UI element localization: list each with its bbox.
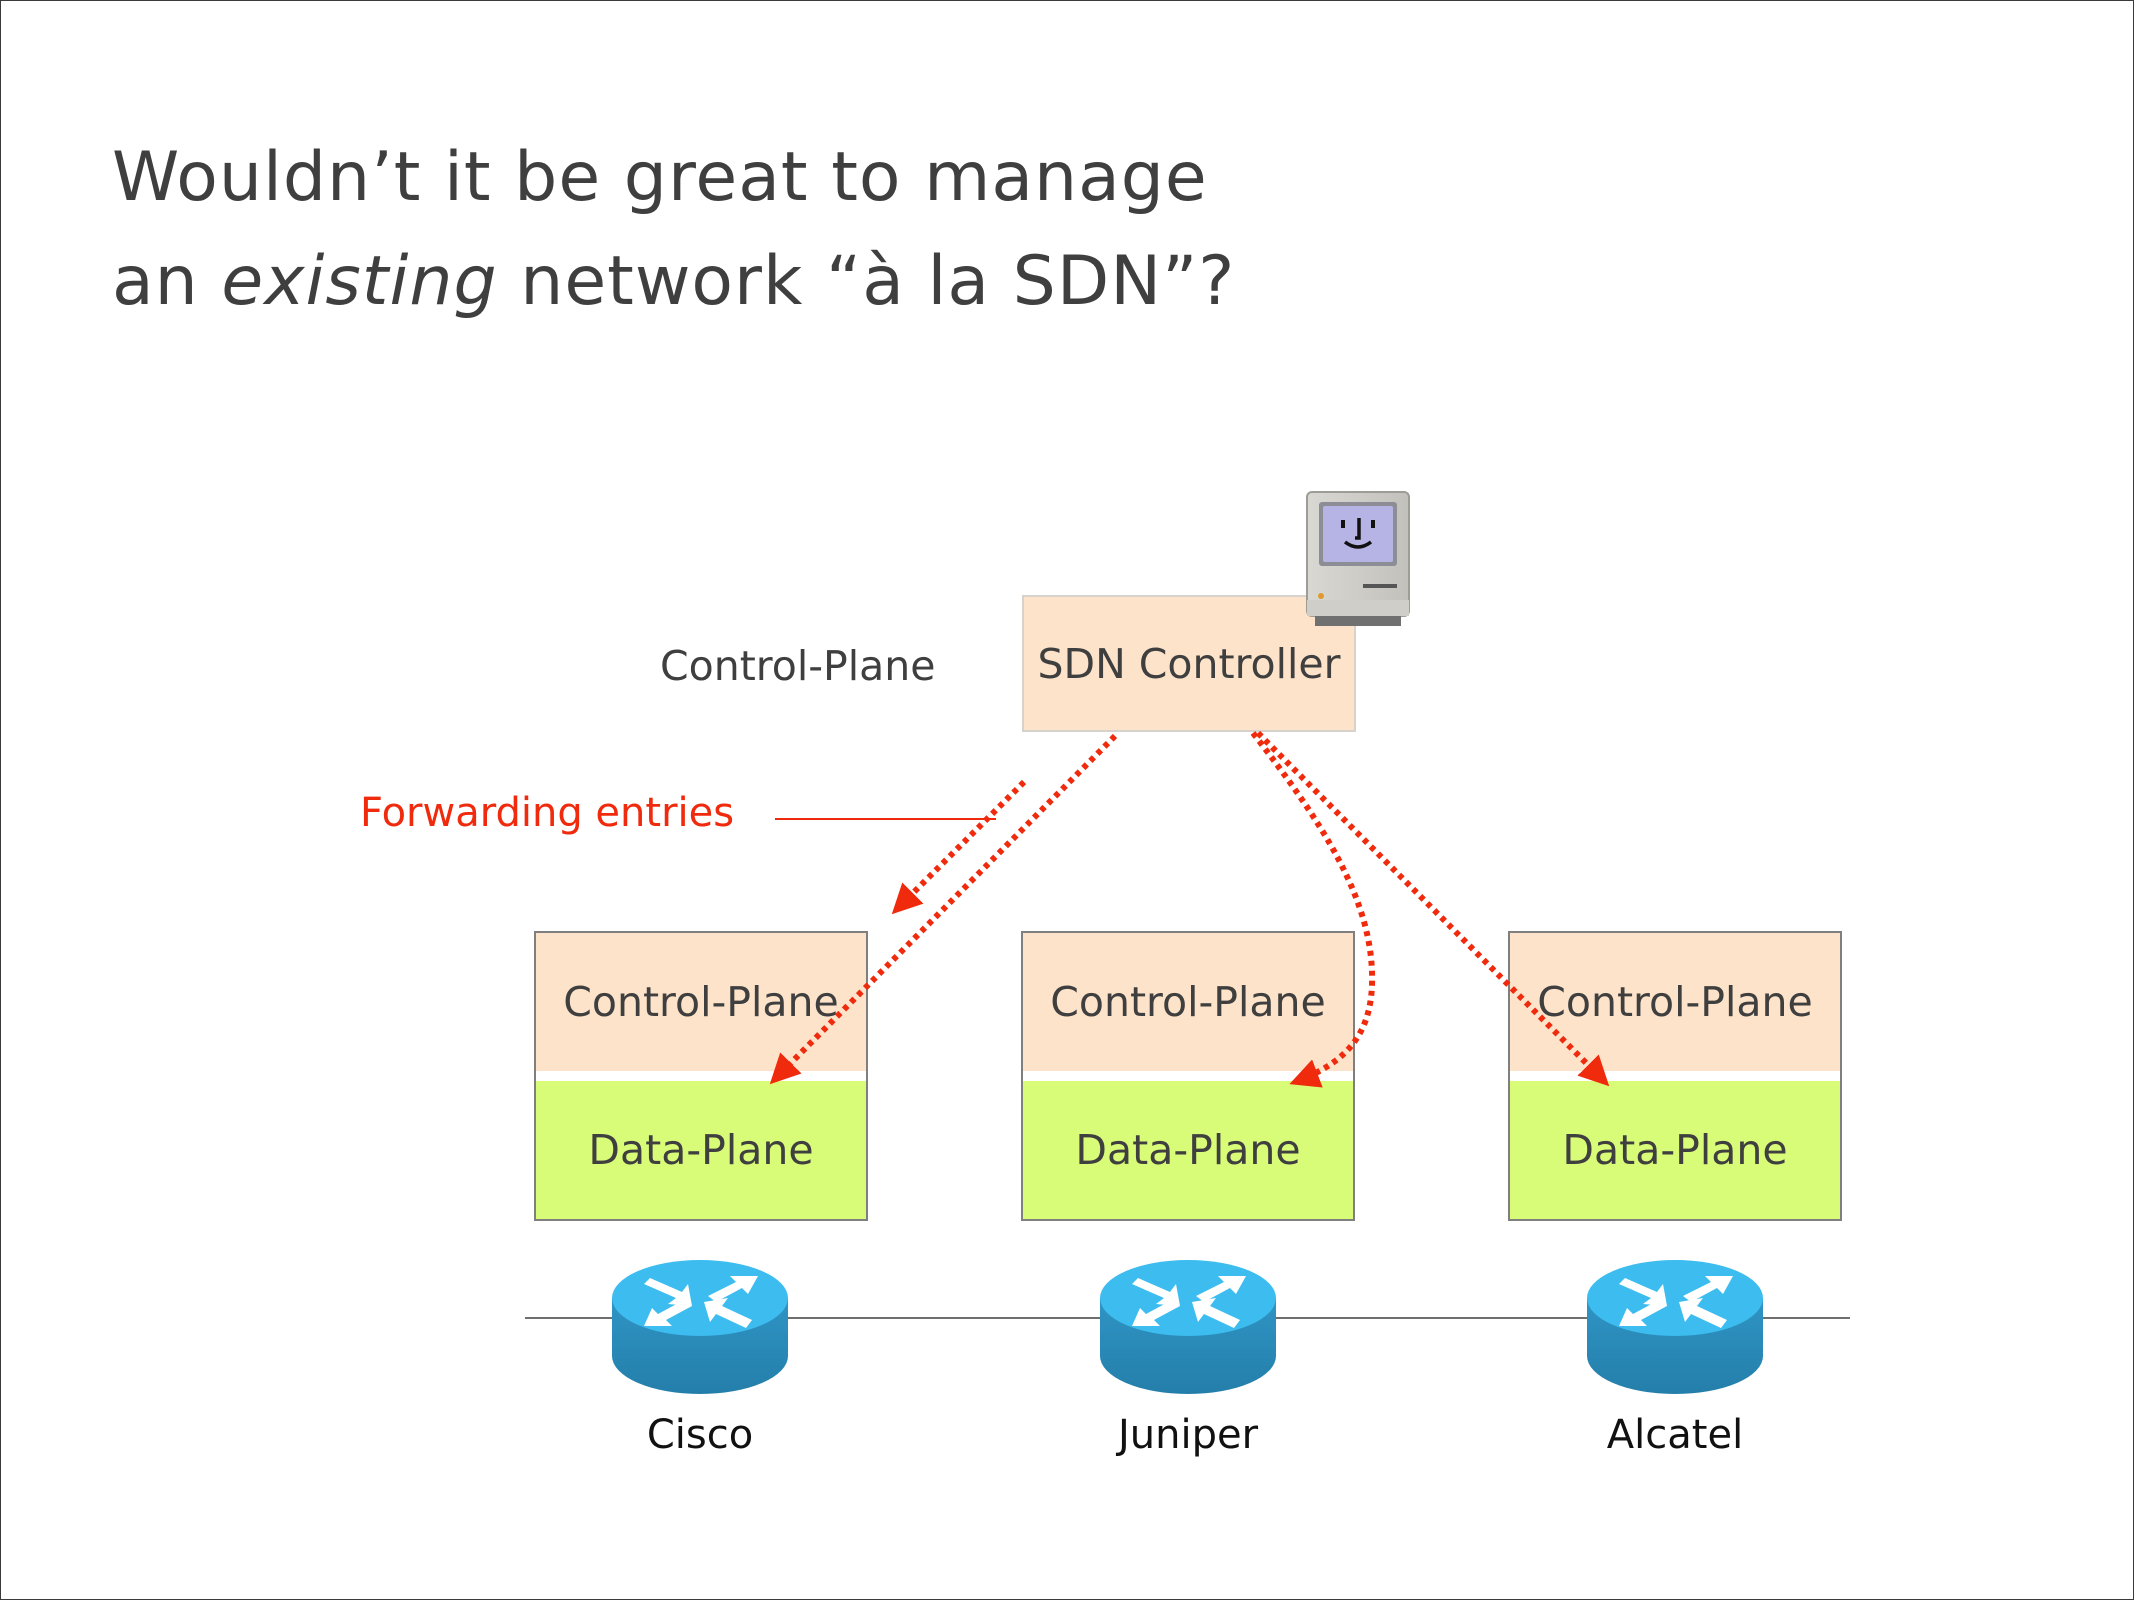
sdn-controller-label: SDN Controller bbox=[1037, 639, 1341, 688]
data-plane-box: Data-Plane bbox=[1510, 1081, 1840, 1219]
title-line-2-post: network “à la SDN”? bbox=[497, 242, 1236, 321]
device-box-alcatel: Control-Plane Data-Plane bbox=[1508, 931, 1842, 1221]
forwarding-arrow-cisco bbox=[769, 733, 1118, 1085]
title-emphasis: existing bbox=[221, 242, 498, 321]
classic-mac-computer-icon bbox=[1306, 491, 1410, 626]
data-plane-box: Data-Plane bbox=[1023, 1081, 1353, 1219]
control-plane-box: Control-Plane bbox=[1023, 933, 1353, 1071]
forwarding-arrow-juniper bbox=[1250, 731, 1376, 1088]
router-icon bbox=[1100, 1260, 1276, 1394]
sdn-controller-box: SDN Controller bbox=[1022, 595, 1356, 732]
control-plane-layer-label: Control-Plane bbox=[660, 642, 936, 690]
vendor-label-cisco: Cisco bbox=[646, 1412, 754, 1458]
forwarding-entries-annotation: Forwarding entries bbox=[360, 790, 735, 836]
title-line-2: an existing network “à la SDN”? bbox=[112, 230, 1235, 334]
data-plane-box: Data-Plane bbox=[536, 1081, 866, 1219]
forwarding-arrow-legend bbox=[891, 779, 1027, 915]
device-box-cisco: Control-Plane Data-Plane bbox=[534, 931, 868, 1221]
router-icon bbox=[1587, 1260, 1763, 1394]
router-icon bbox=[612, 1260, 788, 1394]
vendor-label-juniper: Juniper bbox=[1117, 1412, 1259, 1458]
title-line-2-pre: an bbox=[112, 242, 222, 321]
forwarding-arrow-alcatel bbox=[1255, 730, 1610, 1087]
slide-title: Wouldn’t it be great to manage an existi… bbox=[112, 126, 1235, 334]
control-plane-box: Control-Plane bbox=[1510, 933, 1840, 1071]
title-line-1: Wouldn’t it be great to manage bbox=[112, 138, 1208, 217]
control-plane-box: Control-Plane bbox=[536, 933, 866, 1071]
vendor-label-alcatel: Alcatel bbox=[1606, 1412, 1744, 1458]
